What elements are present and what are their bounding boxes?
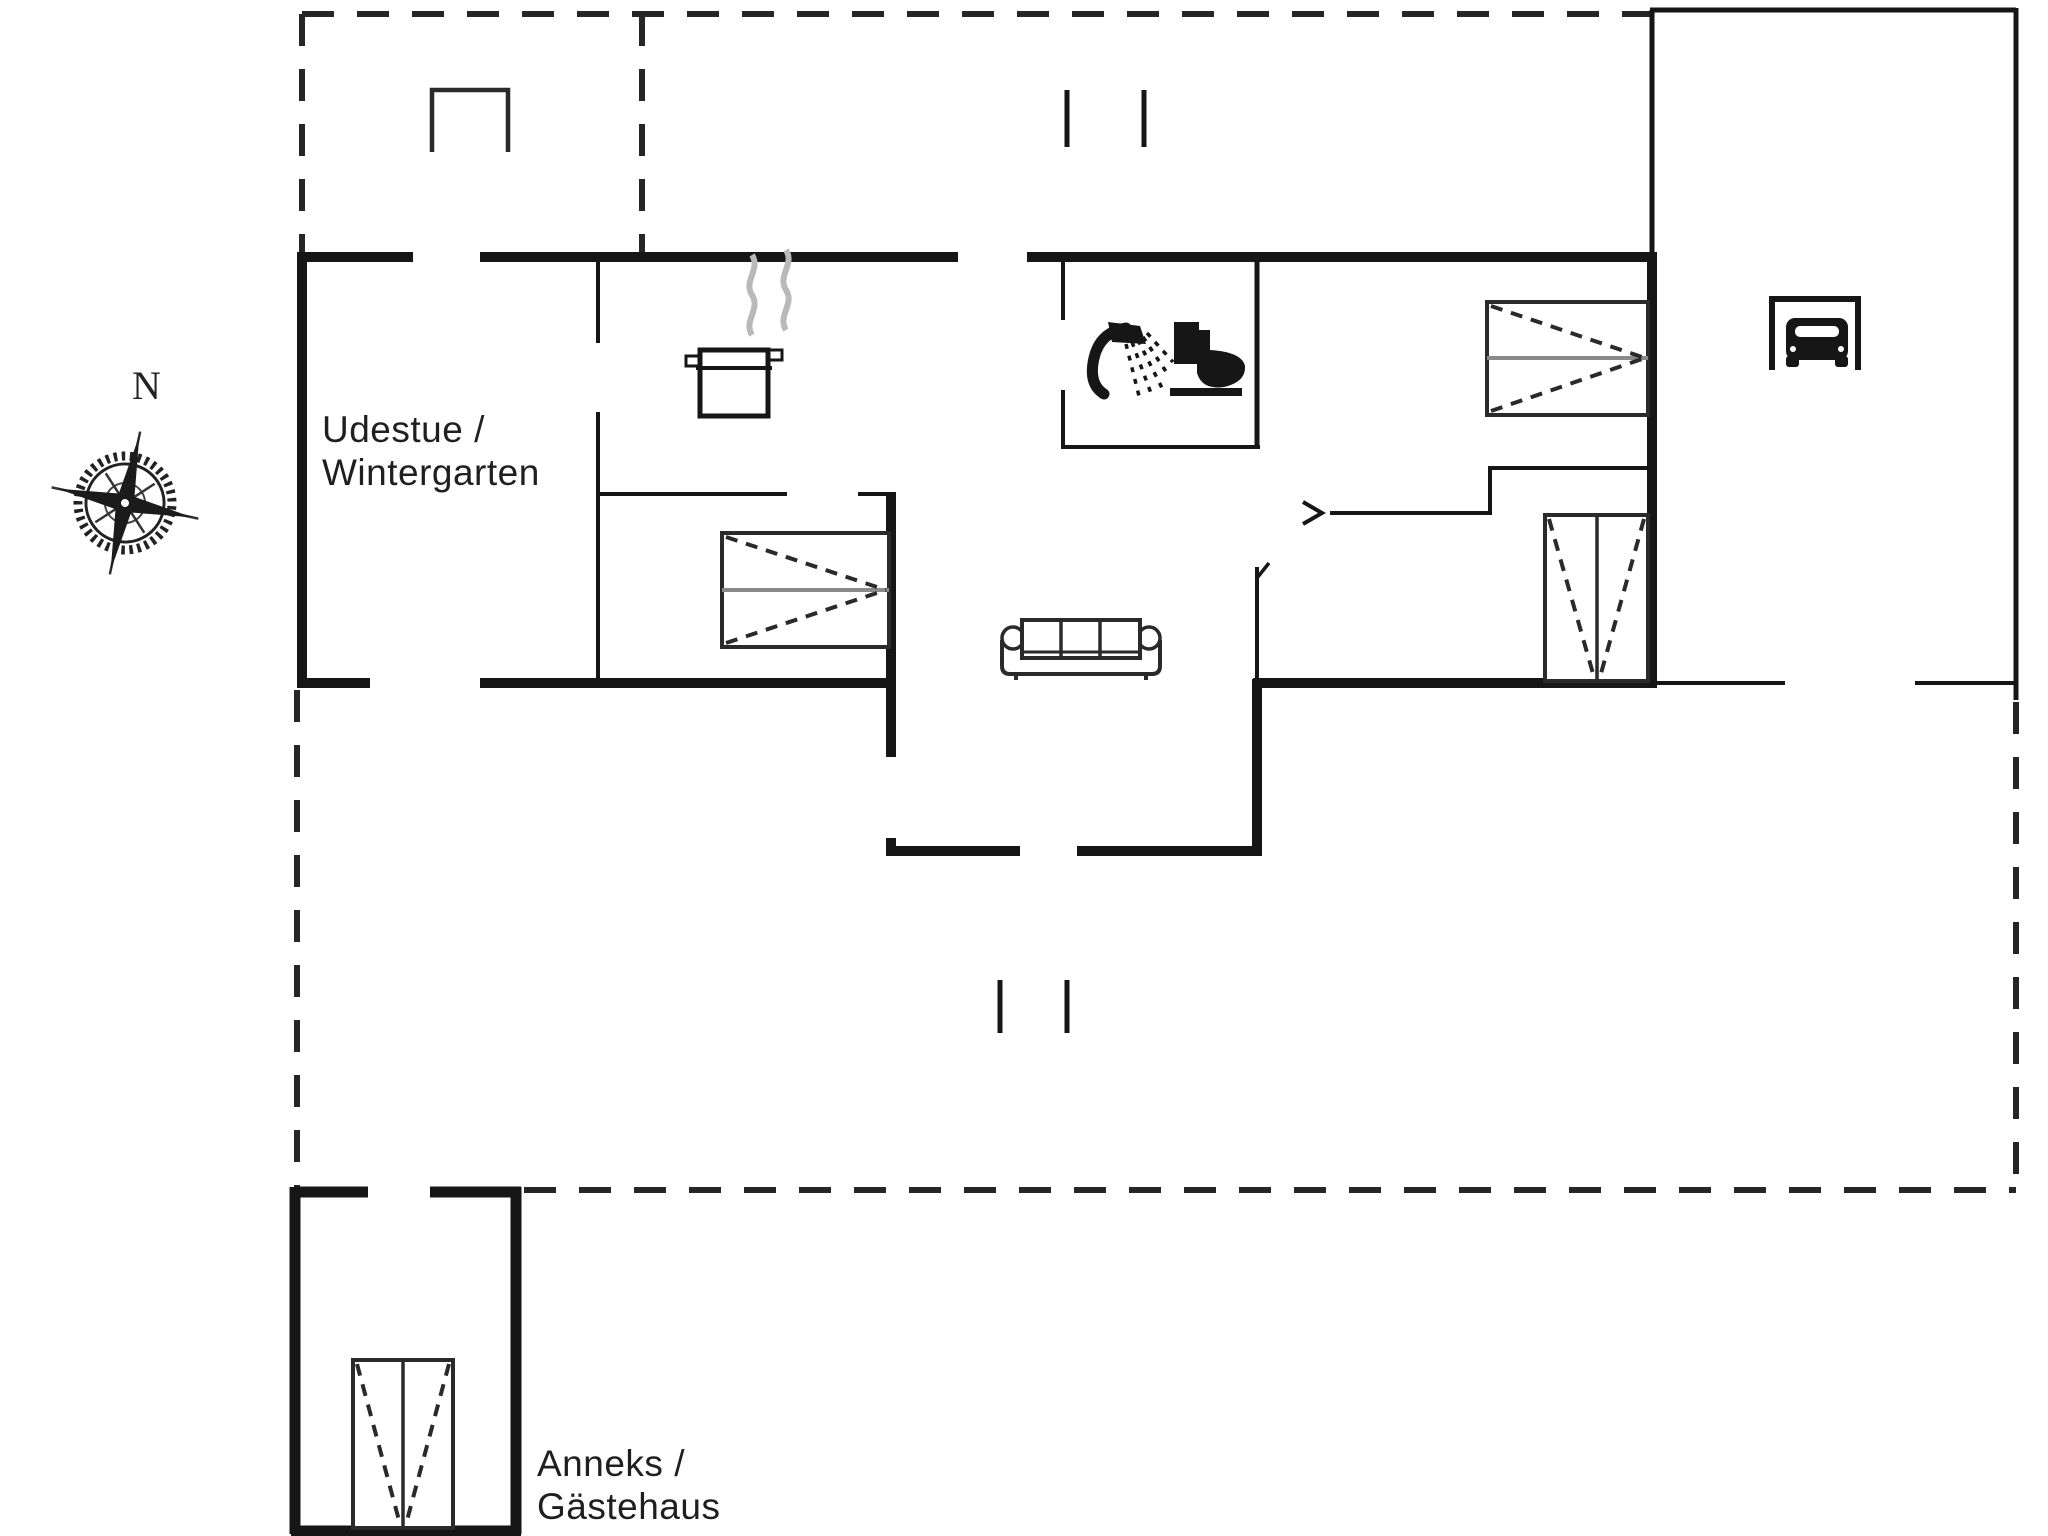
- double-bed-icon: [1485, 300, 1650, 417]
- grill-icon: [429, 87, 511, 152]
- shower-icon: [1086, 322, 1175, 401]
- wardrobe-icon: [351, 1358, 455, 1530]
- room-label-wintergarten-line1: Udestue /: [322, 409, 485, 450]
- interior-walls: [596, 253, 1654, 683]
- room-label-wintergarten-line2: Wintergarten: [322, 452, 540, 493]
- plot-boundary-dashed: [294, 11, 2019, 1193]
- toilet-bowl: [1197, 330, 1246, 388]
- room-label-annex-line2: Gästehaus: [537, 1486, 721, 1527]
- compass-rose-icon: [51, 431, 199, 575]
- carport-outline: [1649, 7, 2019, 700]
- toilet-base: [1170, 388, 1242, 396]
- steam-wave-1: [746, 253, 758, 337]
- compass-hub: [119, 497, 131, 509]
- shower-head: [1108, 322, 1146, 344]
- pot-body: [697, 347, 771, 419]
- room-label-annex: Anneks / Gästehaus: [537, 1442, 720, 1528]
- compass-north-label: N: [132, 363, 161, 408]
- annex-wardrobe-hatch: [355, 1363, 451, 1525]
- pot-handle-left: [684, 354, 701, 368]
- wardrobe1-hatch: [1547, 518, 1646, 678]
- wardrobe-icon: [1543, 513, 1650, 683]
- pot-handle-right: [767, 348, 784, 362]
- car-body: [1786, 318, 1848, 360]
- shower-spray: [1124, 331, 1175, 401]
- car-headlight-left: [1790, 346, 1796, 352]
- toilet-icon: [1170, 322, 1246, 396]
- bed1-hatch: [725, 535, 887, 645]
- room-label-annex-line1: Anneks /: [537, 1443, 685, 1484]
- car-headlight-right: [1838, 346, 1844, 352]
- annex-walls: [289, 1186, 522, 1536]
- exterior-walls: [297, 252, 1657, 856]
- door-hook-mark: [1255, 561, 1271, 580]
- bed2-hatch: [1490, 304, 1646, 413]
- room-label-wintergarten: Udestue / Wintergarten: [322, 408, 540, 494]
- door-swing-icon: [1301, 500, 1326, 526]
- door-marks: [997, 90, 1326, 1033]
- car-wheel-right: [1835, 356, 1848, 367]
- car-wheel-left: [1786, 356, 1799, 367]
- double-bed-icon: [720, 531, 891, 649]
- sofa-icon: [1000, 618, 1162, 680]
- car-windshield: [1795, 326, 1839, 337]
- car-carport-icon: [1769, 296, 1861, 370]
- sofa-body: [1000, 640, 1162, 676]
- carport-bracket: [1769, 296, 1861, 370]
- toilet-tank: [1174, 322, 1199, 364]
- steam-wave-2: [780, 248, 792, 332]
- pot-steam-icon: [684, 248, 792, 419]
